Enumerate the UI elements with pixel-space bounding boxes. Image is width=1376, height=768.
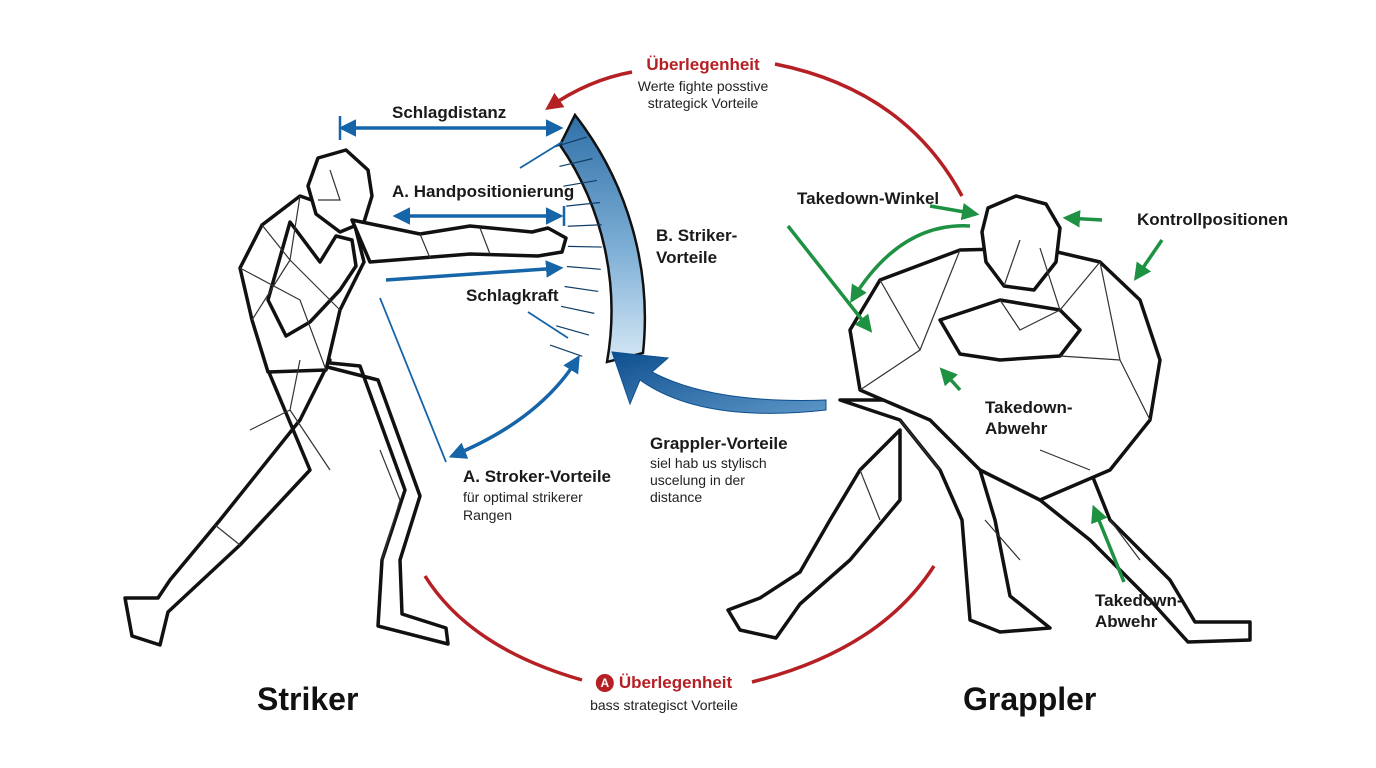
label-stroker-vorteile: A. Stroker-Vorteile xyxy=(463,467,612,486)
label-takedown-winkel: Takedown-Winkel xyxy=(797,189,940,208)
top-red-arc-left xyxy=(545,70,633,111)
gauge-segment-divider xyxy=(567,224,602,227)
label-takedown-abwehr-low-1: Takedown- xyxy=(1095,591,1183,610)
top-red-arc-right xyxy=(774,62,964,197)
grappler-advantage-arrow xyxy=(611,351,827,414)
striker-front-leg xyxy=(298,358,450,646)
label-takedown-abwehr-mid-2: Abwehr xyxy=(985,419,1048,438)
control-pointer-head xyxy=(1062,210,1103,228)
gauge-segment-divider xyxy=(567,245,602,248)
grappler-name: Grappler xyxy=(963,681,1097,717)
top-superiority-title: Überlegenheit xyxy=(646,55,760,74)
label-schlagdistanz: Schlagdistanz xyxy=(392,103,507,122)
grappler-arms xyxy=(938,298,1082,362)
gauge-segment-divider xyxy=(559,158,593,168)
grappler-arrows xyxy=(786,202,1164,583)
gauge-segment-divider xyxy=(564,285,599,293)
range-leader xyxy=(379,297,447,463)
grappler-back-leg xyxy=(726,428,902,640)
control-pointer-shoulder xyxy=(1134,239,1164,281)
takedown-defense-pointer-low xyxy=(1091,504,1126,583)
takedown-defense-pointer-mid xyxy=(939,367,962,392)
grappler-head xyxy=(980,194,1062,292)
label-grappler-line1: siel hab us stylisch xyxy=(650,455,767,471)
label-schlagkraft: Schlagkraft xyxy=(466,286,559,305)
striker-punching-arm xyxy=(350,218,568,264)
grappler-figure xyxy=(726,194,1252,644)
gauge-leader-bottom xyxy=(527,311,569,339)
striker-guard-arm xyxy=(266,220,358,338)
label-grappler-vorteile: Grappler-Vorteile xyxy=(650,434,788,453)
label-stroker-line2: Rangen xyxy=(463,507,513,523)
label-grappler-line3: distance xyxy=(650,489,703,505)
bottom-red-arc-right xyxy=(751,565,936,684)
top-superiority-line2: strategick Vorteile xyxy=(647,95,759,111)
bottom-red-arc-left xyxy=(423,575,583,682)
gauge-segment-divider xyxy=(553,136,587,148)
gauge-segment-divider xyxy=(556,325,590,336)
takedown-angle-diagonal xyxy=(786,224,873,333)
grappler-facets xyxy=(859,239,1151,561)
gauge-segment-divider xyxy=(566,265,601,270)
superiority-cycle-arcs xyxy=(423,62,964,684)
label-striker-vorteile-1: B. Striker- xyxy=(656,226,738,245)
label-striker-vorteile-2: Vorteile xyxy=(656,248,718,267)
bottom-superiority-badge: A xyxy=(595,674,614,692)
takedown-angle-pointer-right xyxy=(929,202,980,221)
striker-figure xyxy=(123,148,568,647)
label-takedown-abwehr-low-2: Abwehr xyxy=(1095,612,1158,631)
takedown-angle-arc xyxy=(850,224,971,303)
label-grappler-line2: uscelung in der xyxy=(650,472,745,488)
schlagkraft-arrow xyxy=(385,260,564,282)
label-handpositionierung: A. Handpositionierung xyxy=(392,182,575,201)
bottom-superiority-subtitle: bass strategisct Vorteile xyxy=(590,697,738,713)
gauge-segment-divider xyxy=(560,305,595,314)
label-takedown-abwehr-mid-1: Takedown- xyxy=(985,398,1073,417)
striker-back-leg xyxy=(123,358,332,647)
label-stroker-line1: für optimal strikerer xyxy=(463,489,583,505)
gauge-segment-divider xyxy=(563,179,598,187)
gauge-segment-divider xyxy=(566,201,601,207)
label-kontrollpositionen: Kontrollpositionen xyxy=(1137,210,1289,229)
striker-name: Striker xyxy=(257,681,359,717)
gauge-leader-top xyxy=(519,141,563,169)
gauge-segment-divider xyxy=(549,344,583,357)
range-arc-arrow xyxy=(448,355,580,459)
striker-facets xyxy=(214,169,491,561)
striker-arrows xyxy=(338,116,580,463)
top-superiority-line1: Werte fighte posstive xyxy=(637,78,769,94)
bottom-superiority-text: Überlegenheit xyxy=(618,673,733,692)
